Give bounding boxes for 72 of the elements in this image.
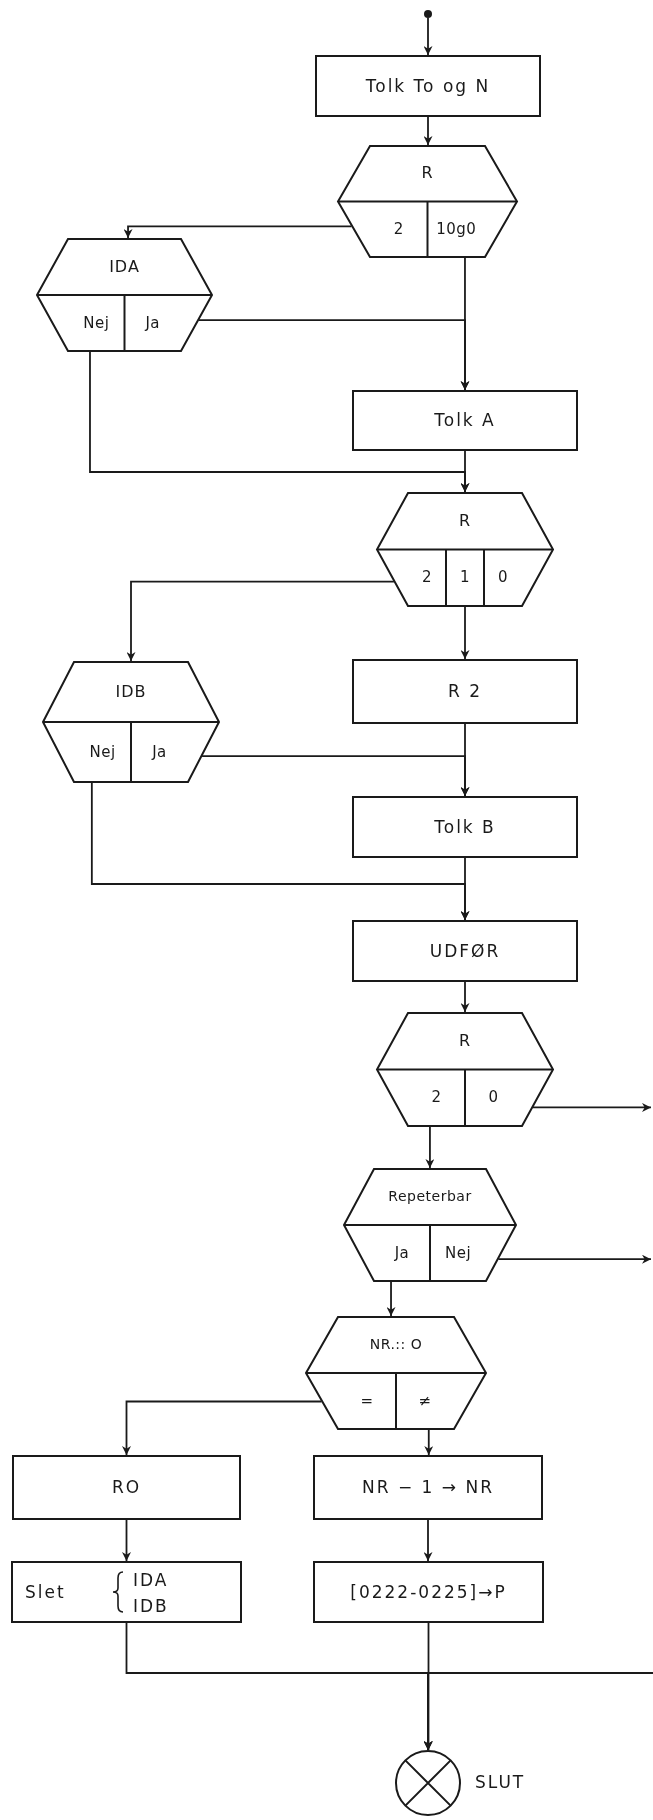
branch-label: 2 bbox=[392, 221, 405, 237]
branch-label: 10g0 bbox=[435, 221, 478, 237]
arrow bbox=[532, 1102, 652, 1112]
arrow bbox=[123, 225, 353, 239]
decision-hexagon bbox=[337, 145, 518, 258]
branch-label: Nej bbox=[443, 1245, 473, 1261]
arrow bbox=[460, 857, 470, 921]
box-label: Tolk A bbox=[434, 412, 496, 429]
process-box bbox=[11, 1561, 242, 1623]
branch-label: 0 bbox=[487, 1090, 500, 1106]
box-label: IDB bbox=[133, 1598, 169, 1615]
condition-label: IDB bbox=[114, 683, 148, 700]
branch-label: Ja bbox=[150, 744, 168, 760]
arrow bbox=[423, 1672, 653, 1751]
branch-label: 0 bbox=[496, 570, 509, 586]
box-label: NR − 1 → NR bbox=[362, 1479, 494, 1496]
decision-hexagon bbox=[376, 492, 554, 607]
condition-label: Repeterbar bbox=[387, 1188, 473, 1203]
process-box bbox=[352, 796, 578, 858]
arrow bbox=[460, 606, 470, 660]
box-label: Tolk To og N bbox=[365, 77, 491, 95]
arrow bbox=[423, 1519, 433, 1562]
condition-label: IDA bbox=[108, 258, 141, 275]
box-label: UDFØR bbox=[429, 942, 501, 960]
process-box bbox=[315, 55, 541, 117]
arrow bbox=[424, 1622, 433, 1751]
arrow bbox=[460, 450, 470, 493]
decision-hexagon bbox=[343, 1168, 517, 1282]
box-label: RO bbox=[111, 1479, 142, 1496]
decision-hexagon bbox=[42, 661, 220, 783]
arrow bbox=[460, 981, 470, 1013]
arrow bbox=[460, 723, 470, 797]
decision-hexagon bbox=[376, 1012, 554, 1127]
process-box bbox=[12, 1455, 241, 1520]
process-box bbox=[352, 920, 578, 982]
box-label: [0222-0225]→P bbox=[350, 1583, 507, 1601]
arrow bbox=[497, 1254, 652, 1264]
condition-label: R bbox=[457, 1032, 473, 1049]
arrow bbox=[423, 17, 433, 56]
branch-label: Nej bbox=[88, 744, 117, 760]
terminal-circle bbox=[395, 1750, 461, 1816]
branch-label: = bbox=[359, 1393, 375, 1409]
box-label: R 2 bbox=[447, 683, 482, 700]
box-label: Tolk B bbox=[434, 818, 496, 836]
branch-label: Ja bbox=[143, 315, 162, 331]
arrow bbox=[424, 1429, 434, 1456]
arrow bbox=[425, 1126, 435, 1169]
arrow bbox=[386, 1281, 396, 1317]
process-box bbox=[313, 1455, 543, 1520]
box-label: Slet bbox=[25, 1584, 66, 1601]
branch-label: Ja bbox=[393, 1245, 411, 1261]
box-label: IDA bbox=[133, 1572, 169, 1589]
condition-label: R bbox=[457, 512, 473, 529]
decision-hexagon bbox=[36, 238, 213, 352]
arrow bbox=[423, 116, 433, 146]
decision-hexagon bbox=[305, 1316, 487, 1430]
process-box bbox=[352, 659, 578, 724]
branch-label: 2 bbox=[420, 570, 433, 586]
start-dot bbox=[424, 10, 432, 18]
arrow bbox=[122, 1519, 131, 1562]
branch-label: 2 bbox=[430, 1090, 443, 1106]
branch-label: ≠ bbox=[417, 1393, 433, 1409]
branch-label: Nej bbox=[82, 315, 111, 331]
arrow bbox=[126, 580, 395, 662]
arrow bbox=[122, 1400, 323, 1456]
arrow bbox=[460, 257, 470, 391]
terminal-label: SLUT bbox=[475, 1774, 526, 1791]
process-box bbox=[352, 390, 578, 451]
condition-label: R bbox=[420, 165, 435, 182]
condition-label: NR.:: O bbox=[368, 1336, 424, 1351]
branch-label: 1 bbox=[458, 570, 471, 586]
process-box bbox=[313, 1561, 544, 1623]
